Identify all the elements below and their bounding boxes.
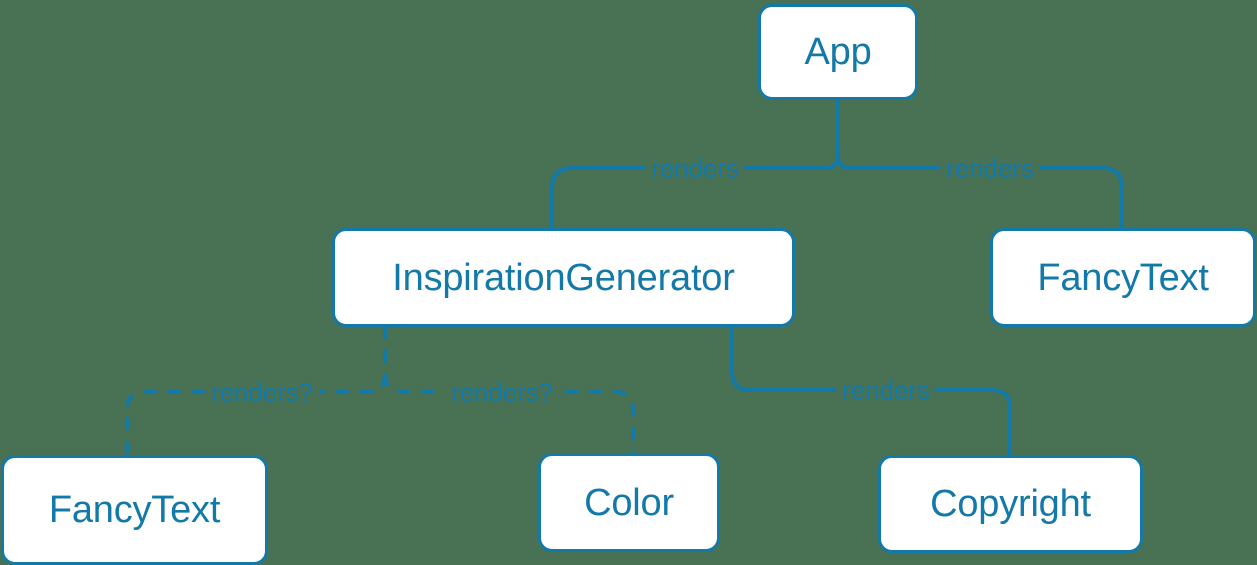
node-fancytext-bottom-label: FancyText	[48, 489, 221, 531]
edge-label-app-inspiration: renders	[645, 155, 745, 181]
node-app-label: App	[804, 31, 872, 73]
node-app[interactable]: App	[758, 4, 918, 100]
edge-inspiration-color	[383, 325, 635, 455]
edge-label-inspiration-fancytext-bottom: renders?	[205, 379, 319, 405]
node-fancytext-top[interactable]: FancyText	[990, 228, 1256, 327]
node-color-label: Color	[584, 481, 674, 524]
edge-label-inspiration-copyright: renders	[836, 377, 936, 403]
node-inspiration-generator-label: InspirationGenerator	[392, 256, 735, 299]
node-inspiration-generator[interactable]: InspirationGenerator	[332, 228, 795, 327]
edge-label-inspiration-color: renders?	[445, 379, 559, 405]
node-fancytext-bottom[interactable]: FancyText	[1, 455, 268, 565]
node-copyright-label: Copyright	[930, 483, 1091, 525]
node-copyright[interactable]: Copyright	[878, 455, 1143, 553]
node-fancytext-top-label: FancyText	[1037, 256, 1209, 299]
edge-label-app-fancytext-top: renders	[940, 155, 1040, 181]
node-color[interactable]: Color	[538, 453, 720, 552]
